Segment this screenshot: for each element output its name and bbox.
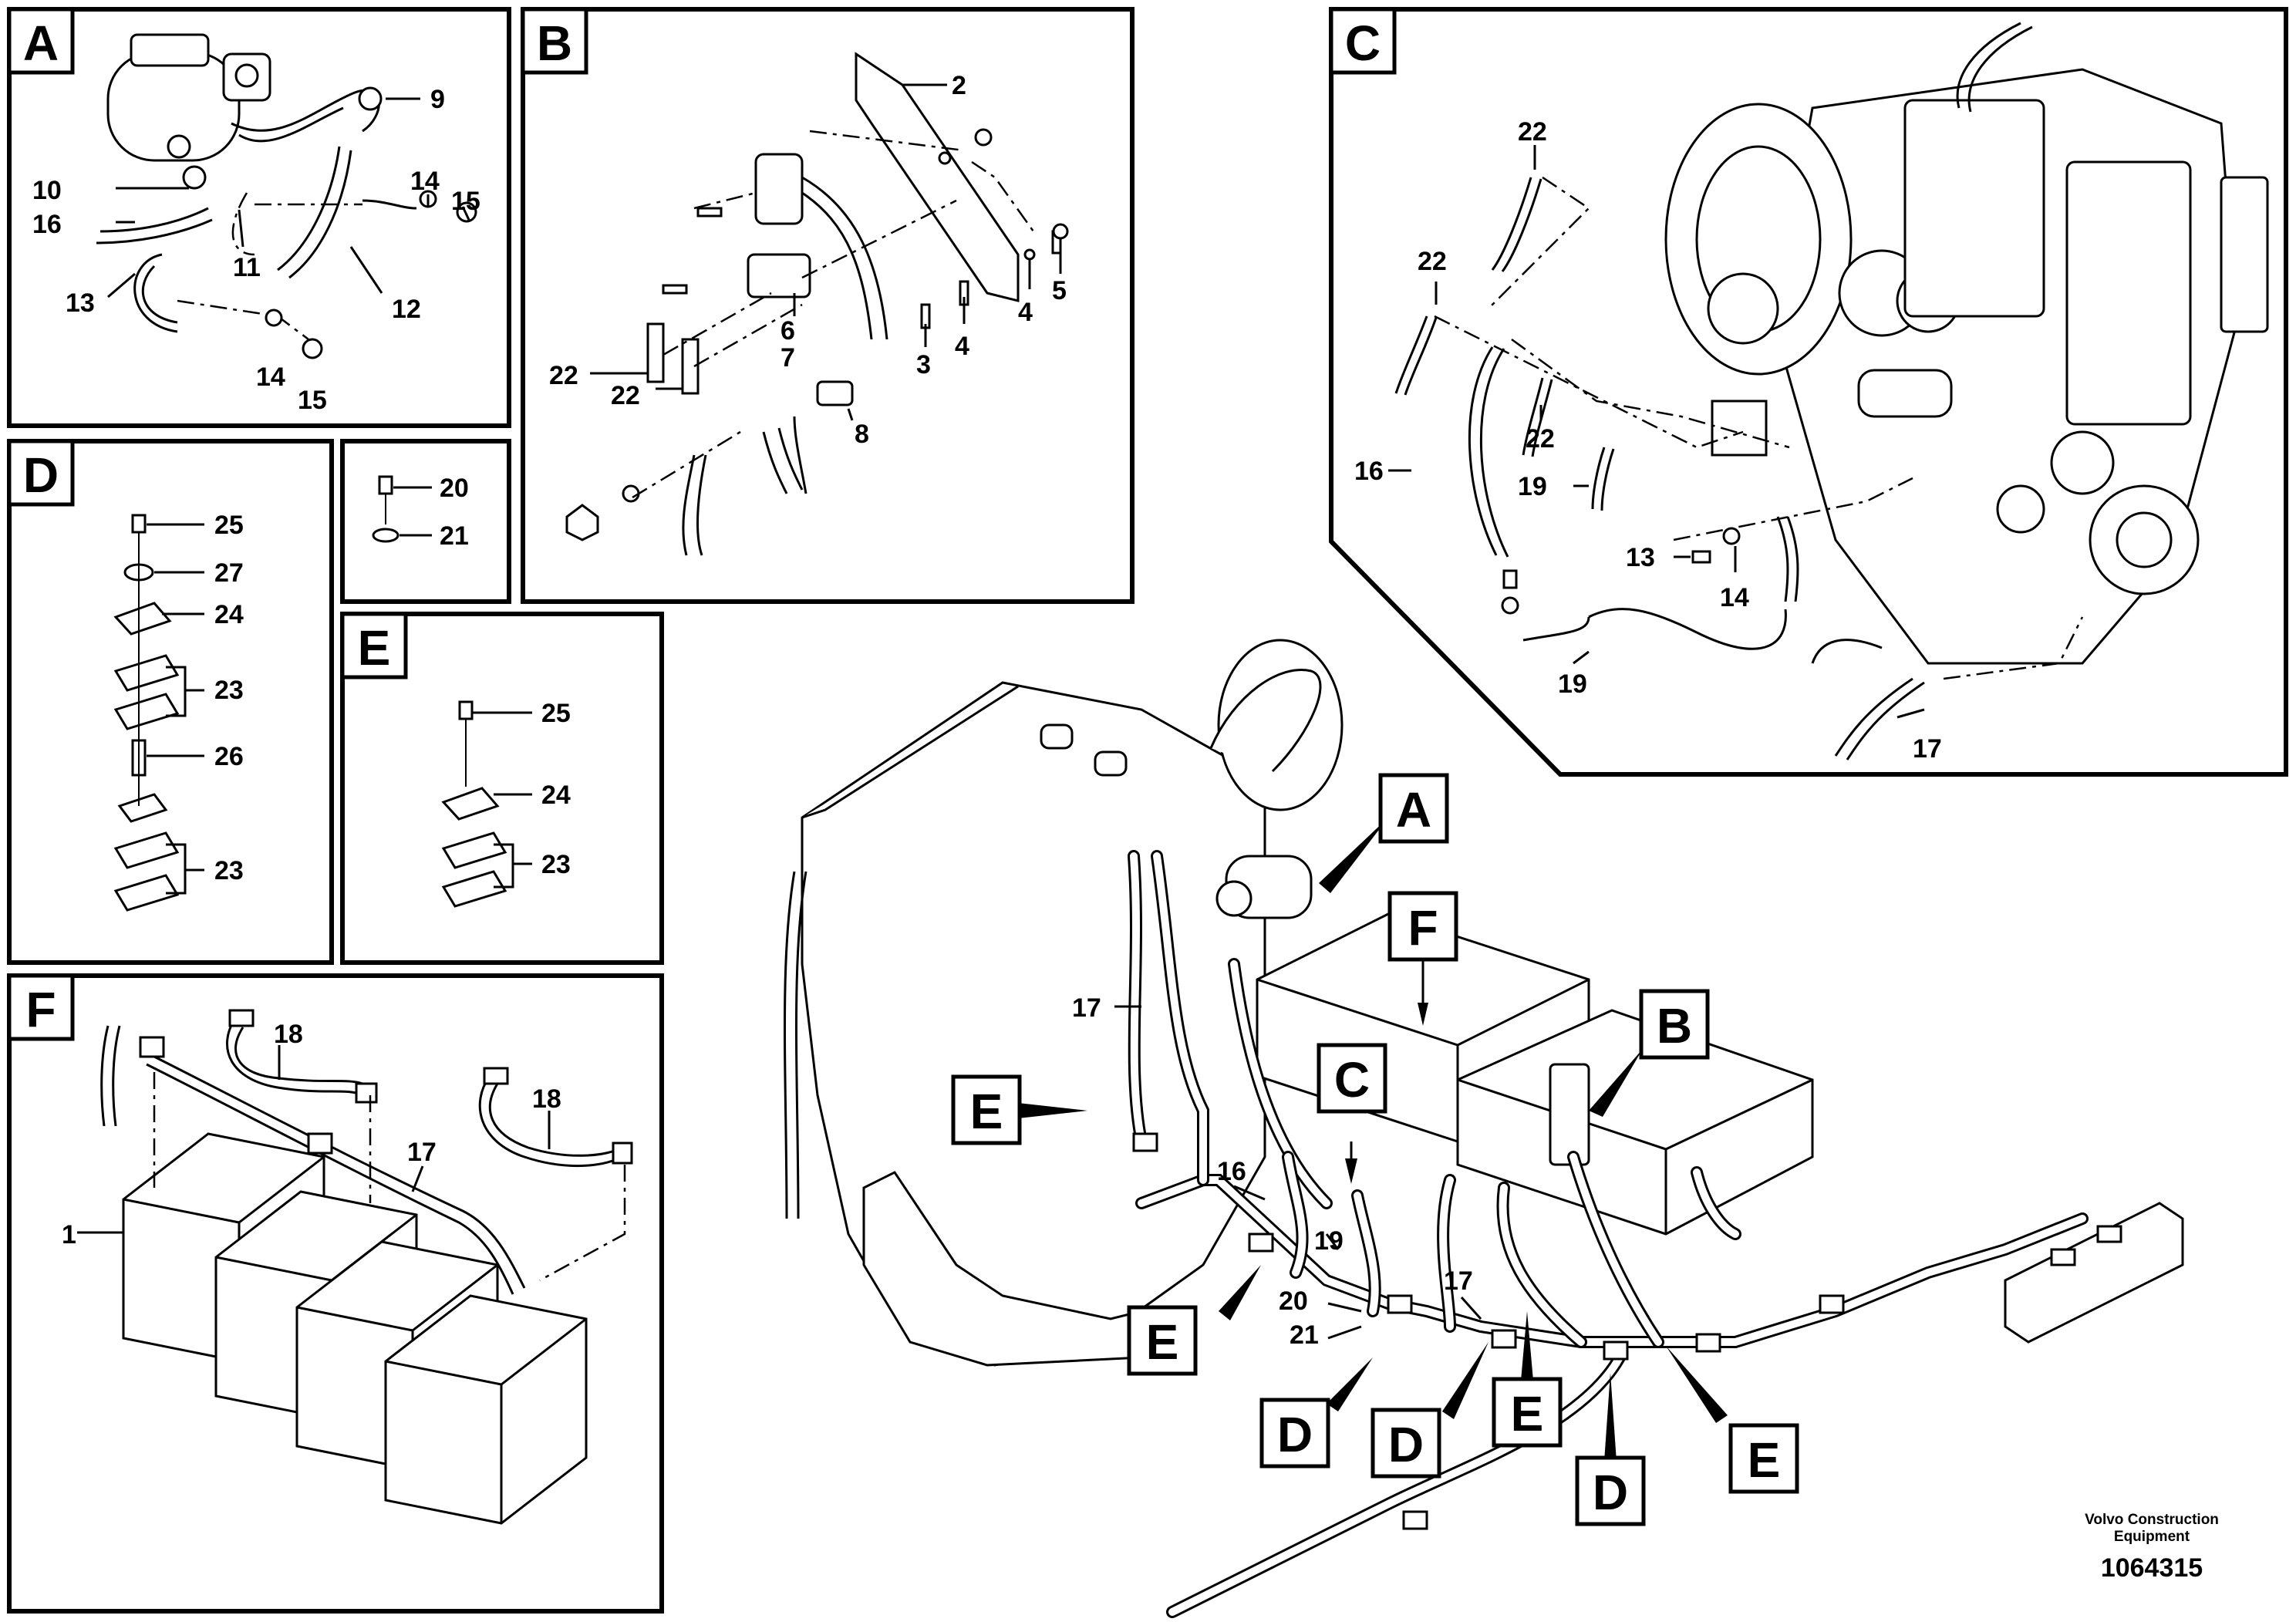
panel-d-tag: D <box>23 447 59 503</box>
label-main-21: 21 <box>1290 1320 1319 1350</box>
callout-e-left: E <box>951 1074 1087 1145</box>
label-main-17b: 17 <box>1444 1266 1473 1296</box>
label-b-8: 8 <box>855 420 869 449</box>
label-b-5: 5 <box>1052 276 1067 305</box>
label-b-6: 6 <box>781 316 795 346</box>
callout-f: F <box>1387 891 1458 1026</box>
battery-main-switch <box>106 33 271 190</box>
label-a-15b: 15 <box>298 386 327 415</box>
label-main-19: 19 <box>1314 1226 1344 1256</box>
callout-a: A <box>1319 773 1449 893</box>
svg-text:E: E <box>970 1084 1003 1139</box>
label-c-16: 16 <box>1354 457 1384 486</box>
label-c-17: 17 <box>1913 734 1942 764</box>
callout-c: C <box>1317 1043 1387 1184</box>
label-a-16: 16 <box>32 210 62 239</box>
label-b-7: 7 <box>781 343 795 373</box>
label-d-26: 26 <box>214 742 244 771</box>
label-f-1: 1 <box>62 1220 76 1249</box>
label-g-20: 20 <box>440 474 469 503</box>
label-d-24: 24 <box>214 600 244 629</box>
panel-f: F <box>7 973 664 1614</box>
svg-text:A: A <box>1396 782 1431 838</box>
callout-d-right: D <box>1575 1373 1646 1526</box>
panel-c-tag: C <box>1345 15 1381 71</box>
label-main-17: 17 <box>1072 993 1101 1023</box>
svg-text:D: D <box>1277 1407 1313 1462</box>
document-number: 1064315 <box>2101 1553 2203 1583</box>
label-a-15: 15 <box>451 187 480 216</box>
label-e-23: 23 <box>541 850 571 879</box>
label-d-23: 23 <box>214 676 244 705</box>
label-c-14: 14 <box>1720 583 1749 612</box>
callout-d-left: D <box>1259 1357 1373 1469</box>
engine-illustration <box>1664 22 2269 665</box>
main-assembly: 17 16 19 20 21 17 A F B C <box>784 639 2184 1618</box>
label-d-23b: 23 <box>214 856 244 885</box>
panel-a-tag: A <box>23 15 59 71</box>
label-f-18: 18 <box>274 1020 303 1049</box>
svg-text:C: C <box>1334 1052 1370 1108</box>
panel-f-tag: F <box>25 982 56 1037</box>
callout-e-mid: E <box>1127 1265 1261 1376</box>
svg-text:D: D <box>1593 1465 1628 1520</box>
label-d-25: 25 <box>214 511 244 540</box>
panel-e: E 25 24 23 <box>340 612 664 965</box>
label-a-14b: 14 <box>256 363 285 392</box>
label-a-12: 12 <box>392 295 421 324</box>
label-c-22c: 22 <box>1526 424 1555 454</box>
svg-text:B: B <box>1657 998 1692 1054</box>
label-b-2: 2 <box>952 71 966 100</box>
label-b-3: 3 <box>916 350 931 379</box>
label-g-21: 21 <box>440 521 469 551</box>
label-c-19: 19 <box>1518 472 1547 501</box>
footer-brand: Volvo Construction Equipment 1064315 <box>2085 1512 2219 1583</box>
label-b-4: 4 <box>1018 298 1033 327</box>
label-f-17: 17 <box>407 1138 437 1167</box>
callout-e-right: E <box>1666 1346 1799 1494</box>
svg-text:E: E <box>1748 1432 1781 1488</box>
label-a-9: 9 <box>430 85 445 114</box>
label-a-13: 13 <box>66 288 95 318</box>
svg-text:F: F <box>1408 900 1438 956</box>
panel-b-tag: B <box>537 15 572 71</box>
panel-bolt-washer: 20 21 <box>340 439 511 604</box>
label-b-4b: 4 <box>955 332 969 361</box>
panel-e-tag: E <box>358 620 391 676</box>
label-d-27: 27 <box>214 558 244 588</box>
label-a-14: 14 <box>410 167 440 196</box>
label-b-22: 22 <box>549 361 578 390</box>
label-c-22: 22 <box>1518 117 1547 147</box>
label-main-20: 20 <box>1279 1286 1308 1316</box>
label-a-11: 11 <box>233 253 261 282</box>
label-c-19b: 19 <box>1558 669 1587 699</box>
label-main-16: 16 <box>1217 1157 1246 1186</box>
panel-a: A <box>7 7 511 428</box>
svg-text:E: E <box>1146 1314 1179 1370</box>
panel-b: B <box>521 7 1135 604</box>
panel-d: D 25 27 24 23 26 23 <box>7 439 334 965</box>
label-a-10: 10 <box>32 176 62 205</box>
label-b-22b: 22 <box>611 381 640 410</box>
svg-text:D: D <box>1388 1417 1424 1472</box>
label-e-24: 24 <box>541 781 571 810</box>
panel-c: C <box>1329 7 2288 777</box>
label-c-13: 13 <box>1626 543 1655 572</box>
battery-bank <box>122 1132 588 1525</box>
callout-d-mid: D <box>1371 1342 1489 1479</box>
brand-line-1: Volvo Construction <box>2085 1512 2219 1528</box>
svg-text:E: E <box>1511 1386 1544 1442</box>
label-f-18b: 18 <box>532 1084 561 1114</box>
brand-line-2: Equipment <box>2114 1529 2190 1545</box>
callout-b: B <box>1589 989 1710 1117</box>
label-c-22b: 22 <box>1418 247 1447 276</box>
label-e-25: 25 <box>541 699 571 728</box>
callout-e-center: E <box>1492 1311 1563 1448</box>
